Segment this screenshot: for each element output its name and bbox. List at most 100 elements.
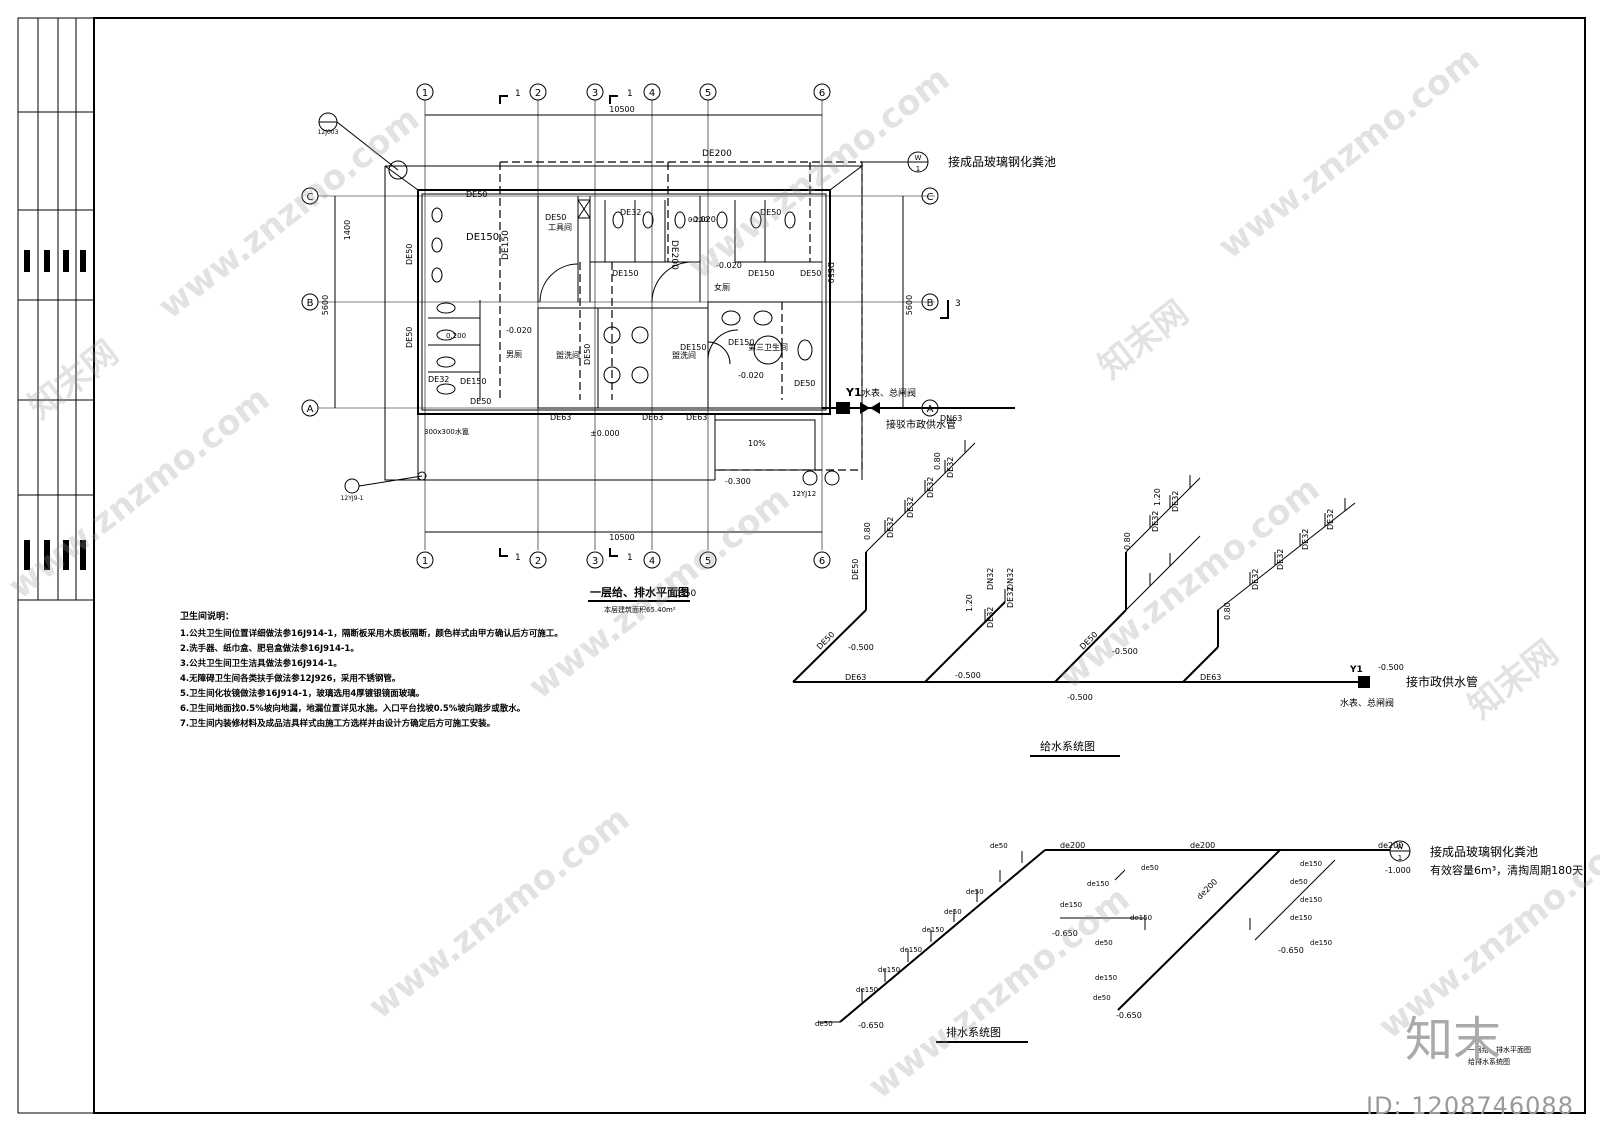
restroom-notes: 卫生间说明： 1.公共卫生间位置详细做法参16J914-1，隔断板采用木质板隔断…: [180, 610, 700, 732]
svg-text:DE50: DE50: [545, 213, 566, 222]
svg-text:de50: de50: [1093, 994, 1111, 1002]
svg-text:de150: de150: [878, 966, 900, 974]
axis-label: A: [307, 404, 314, 415]
title-strip-marks: [24, 250, 86, 570]
svg-text:1:50: 1:50: [676, 589, 696, 599]
svg-text:de150: de150: [1300, 860, 1322, 868]
plan-septic-text: 接成品玻璃钢化粪池: [948, 154, 1056, 169]
dim-right: 5600: [905, 295, 914, 315]
svg-text:de50: de50: [1290, 878, 1308, 886]
left-title-strip: [17, 17, 95, 1114]
svg-text:DE50: DE50: [800, 269, 821, 278]
svg-text:12YJ9-1: 12YJ9-1: [341, 495, 364, 502]
svg-text:DN32: DN32: [986, 568, 995, 590]
svg-text:DE32: DE32: [946, 457, 955, 478]
svg-text:-0.650: -0.650: [1052, 929, 1078, 938]
notes-item: 4.无障碍卫生间各类扶手做法参12J926，采用不锈钢管。: [180, 674, 401, 684]
svg-text:女厕: 女厕: [714, 282, 730, 292]
svg-text:DE32: DE32: [886, 517, 895, 538]
supply-connect-text: 接市政供水管: [1406, 674, 1478, 689]
svg-text:DE32: DE32: [1251, 569, 1260, 590]
axis-label: C: [307, 192, 314, 203]
svg-text:-0.020: -0.020: [716, 261, 742, 270]
svg-text:-0.500: -0.500: [848, 643, 874, 652]
supply-line-plan: [822, 402, 1015, 414]
axis-label: 1: [422, 88, 428, 99]
svg-text:de50: de50: [1141, 864, 1159, 872]
svg-text:DN32: DN32: [1006, 568, 1015, 590]
svg-text:0.200: 0.200: [688, 216, 708, 224]
svg-text:1: 1: [1398, 854, 1402, 862]
svg-text:-0.650: -0.650: [1278, 946, 1304, 955]
notes-item: 1.公共卫生间位置详细做法参16J914-1，隔断板采用木质板隔断，颜色样式由甲…: [180, 629, 563, 639]
svg-text:W: W: [1397, 843, 1404, 851]
axis-label: 5: [705, 556, 711, 567]
svg-text:DE32: DE32: [986, 607, 995, 628]
svg-text:12YJ12: 12YJ12: [792, 490, 816, 498]
svg-text:0.200: 0.200: [446, 332, 466, 340]
supply-meter-text: 水表、总闸阀: [1340, 697, 1394, 709]
notes-item: 7.卫生间内装修材料及成品洁具样式由施工方选样并由设计方确定后方可施工安装。: [180, 719, 496, 729]
axis-label: B: [927, 298, 934, 309]
svg-text:1: 1: [916, 165, 920, 173]
svg-text:3: 3: [955, 299, 961, 309]
svg-text:www.znzmo.com: www.znzmo.com: [151, 99, 427, 327]
svg-text:de150: de150: [900, 946, 922, 954]
axis-label: C: [927, 192, 934, 203]
svg-text:DE150: DE150: [612, 269, 638, 278]
axis-bubbles: 1 2 3 4 5 6 1 2 3 4 5 6 C B A C B A: [301, 83, 939, 569]
svg-text:DE32: DE32: [428, 375, 449, 384]
svg-text:0.80: 0.80: [933, 452, 942, 470]
svg-text:de150: de150: [1130, 914, 1152, 922]
axis-label: 4: [649, 88, 655, 99]
svg-text:DE50: DE50: [466, 190, 487, 199]
svg-text:de150: de150: [1300, 896, 1322, 904]
axis-label: 1: [422, 556, 428, 567]
svg-text:de150: de150: [1290, 914, 1312, 922]
svg-text:de150: de150: [1087, 880, 1109, 888]
drain-pipes-plan: [499, 161, 910, 471]
svg-text:DE150: DE150: [460, 377, 486, 386]
svg-text:-0.650: -0.650: [1116, 1011, 1142, 1020]
svg-text:-1.000: -1.000: [1385, 866, 1411, 875]
notes-item: 2.洗手器、纸巾盒、肥皂盒做法参16J914-1。: [180, 644, 359, 654]
title-block: 一层给、排水平面图 给排水系统图: [1468, 1045, 1531, 1066]
drain-title: 排水系统图: [946, 1025, 1001, 1039]
svg-text:DE150: DE150: [501, 230, 511, 260]
svg-text:DE150: DE150: [728, 338, 754, 347]
svg-text:de200: de200: [1195, 877, 1219, 901]
svg-text:1.20: 1.20: [1153, 488, 1162, 506]
svg-text:1: 1: [627, 89, 633, 99]
svg-text:DE150: DE150: [680, 343, 706, 352]
svg-text:DE50: DE50: [826, 262, 835, 283]
notes-title: 卫生间说明：: [180, 612, 235, 622]
svg-text:1.20: 1.20: [965, 594, 974, 612]
svg-text:DE32: DE32: [906, 497, 915, 518]
svg-text:DE32: DE32: [1151, 511, 1160, 532]
svg-text:男厕: 男厕: [506, 350, 522, 359]
svg-text:-0.020: -0.020: [506, 326, 532, 335]
svg-text:DE63: DE63: [845, 673, 866, 682]
svg-text:工具间: 工具间: [548, 223, 572, 232]
svg-text:本层建筑面积65.40m²: 本层建筑面积65.40m²: [604, 605, 676, 614]
notes-item: 3.公共卫生间卫生洁具做法参16J914-1。: [180, 659, 342, 669]
svg-text:www.znzmo.com: www.znzmo.com: [1211, 39, 1487, 267]
svg-text:给排水系统图: 给排水系统图: [1468, 1057, 1510, 1066]
plan-room-names: 工具间 男厕 盥洗间 盥洗间 女厕 第三卫生间: [506, 223, 788, 360]
svg-text:de50: de50: [1095, 939, 1113, 947]
svg-text:一层给、排水平面图: 一层给、排水平面图: [590, 585, 689, 599]
svg-text:DE63: DE63: [550, 413, 571, 422]
svg-text:DE32: DE32: [1171, 491, 1180, 512]
svg-text:±0.000: ±0.000: [590, 429, 620, 438]
plan-callouts: 12J003 12YJ9-1 12YJ12 W 1 接成品玻璃钢化粪池 Y1 水…: [318, 112, 1056, 502]
axis-label: 6: [819, 556, 825, 567]
supply-system-diagram: Y1 水表、总闸阀 接市政供水管 DE63 DE63 DE50 DE50 DE5…: [792, 440, 1478, 757]
watermark-id: ID: 1208746088: [1366, 1092, 1574, 1120]
svg-text:DE63: DE63: [642, 413, 663, 422]
svg-text:Y1: Y1: [845, 386, 862, 399]
svg-text:de200: de200: [1378, 841, 1403, 850]
svg-text:10%: 10%: [748, 439, 766, 448]
svg-text:de150: de150: [856, 986, 878, 994]
svg-text:DE32: DE32: [1301, 529, 1310, 550]
svg-text:DE32: DE32: [926, 477, 935, 498]
